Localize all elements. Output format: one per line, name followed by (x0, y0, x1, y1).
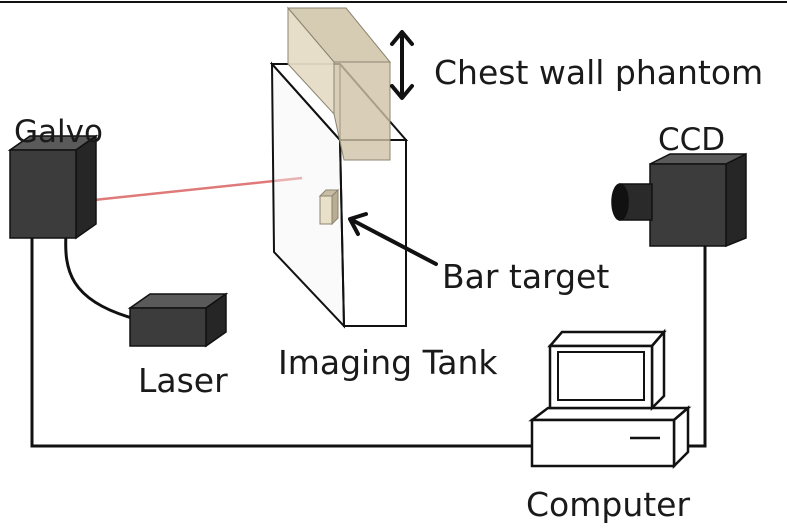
computer-base-top (528, 406, 692, 422)
label-bar-target: Bar target (442, 257, 609, 296)
ccd-front-face (649, 163, 727, 247)
computer (528, 328, 692, 470)
galvo-front-face (9, 149, 77, 239)
galvo-box (7, 134, 99, 240)
phantom-move-arrow (390, 30, 414, 100)
bar-target-side (331, 188, 339, 226)
laser-front-face (129, 307, 207, 347)
monitor-screen (557, 351, 645, 401)
laser-box (127, 292, 229, 348)
phantom-side-face (333, 61, 391, 161)
monitor-side (650, 328, 666, 412)
bar-target-arrow (348, 212, 438, 266)
label-galvo: Galvo (14, 114, 103, 150)
laser-beam (93, 176, 303, 202)
chest-wall-phantom (286, 6, 392, 161)
bar-target (318, 188, 340, 226)
label-chest-wall-phantom: Chest wall phantom (434, 53, 763, 92)
computer-base-front (530, 418, 676, 468)
ccd-lens (611, 183, 629, 221)
label-laser: Laser (138, 361, 228, 400)
label-imaging-tank: Imaging Tank (278, 343, 498, 382)
galvo-side-face (75, 134, 97, 240)
galvo-to-laser-cable (64, 233, 133, 320)
monitor-top (547, 330, 667, 348)
ccd-side-face (725, 152, 747, 248)
label-ccd: CCD (658, 122, 725, 158)
label-computer: Computer (526, 485, 690, 524)
galvo-to-computer-wire (30, 236, 532, 448)
computer-base-side (672, 405, 690, 470)
ccd-camera (611, 152, 747, 248)
bar-target-front (319, 195, 333, 225)
